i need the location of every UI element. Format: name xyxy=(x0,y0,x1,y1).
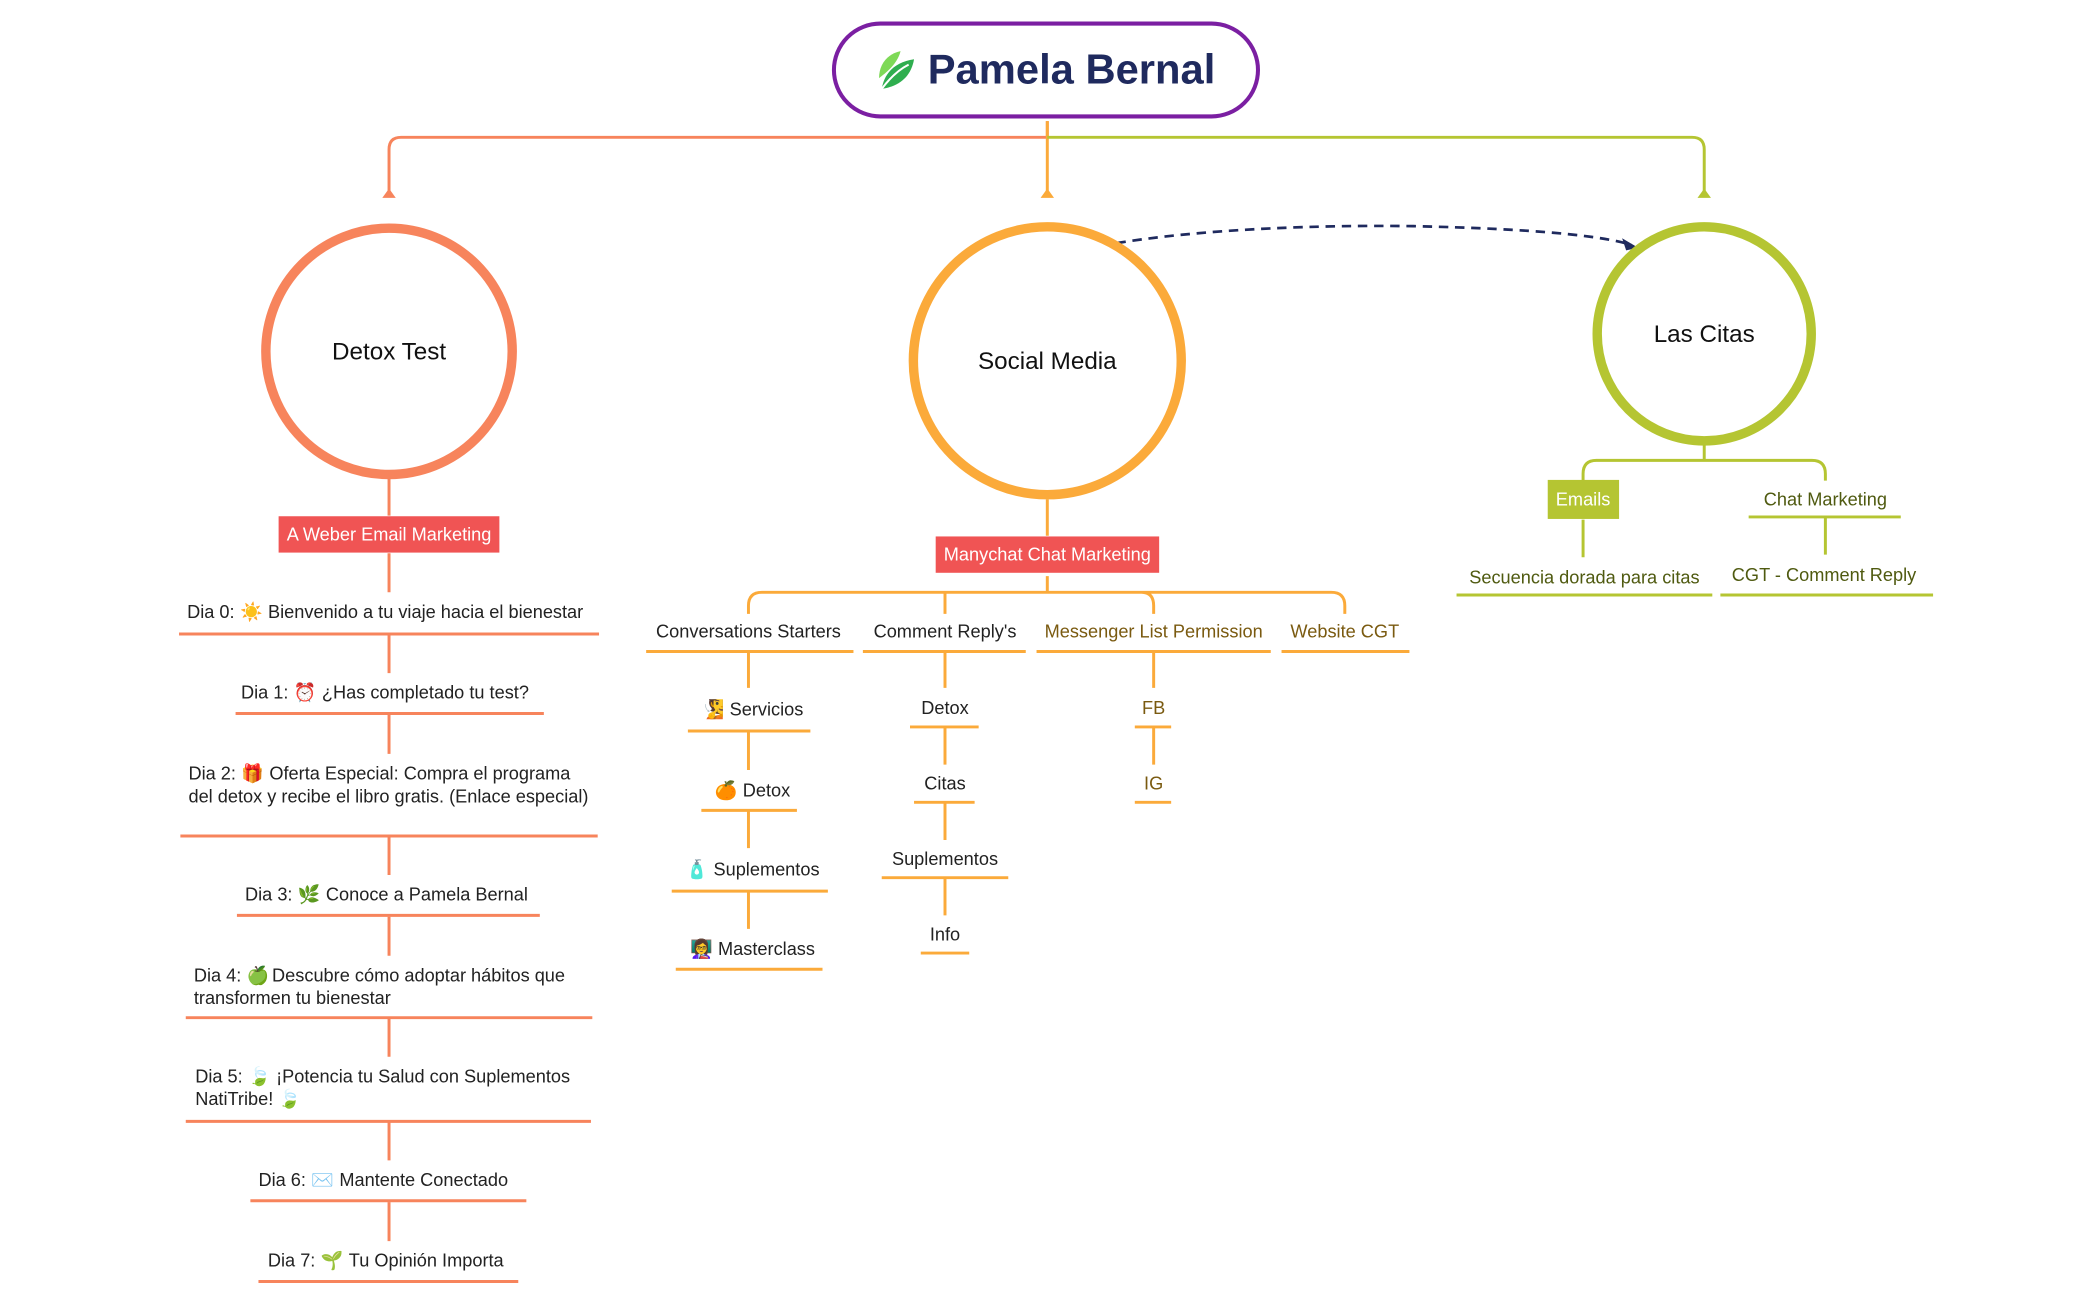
underlines-messenger xyxy=(1134,725,1172,804)
relation-dashed-curve xyxy=(1024,224,1632,295)
gift-icon: 🎁 xyxy=(241,763,264,784)
item-label: Suplementos xyxy=(713,859,820,880)
branch-comment-replies[interactable]: Comment Reply's xyxy=(873,621,1017,642)
reply-info[interactable]: Info xyxy=(929,924,961,945)
branch-chat-marketing[interactable]: Chat Marketing xyxy=(1763,489,1888,510)
topic-social-title: Social Media xyxy=(977,346,1117,374)
reply-citas[interactable]: Citas xyxy=(924,773,966,794)
arrowhead-social xyxy=(1040,188,1055,198)
item-label: Masterclass xyxy=(718,938,815,960)
green-apple-icon: 🍏 xyxy=(246,965,270,986)
detox-day-1[interactable]: Dia 1:⏰¿Has completado tu test? xyxy=(241,681,529,704)
detox-day-7[interactable]: Dia 7:🌱Tu Opinión Importa xyxy=(268,1249,504,1272)
branch-messenger-list[interactable]: Messenger List Permission xyxy=(1044,621,1263,642)
topic-social-media[interactable]: Social Media xyxy=(908,222,1186,500)
messenger-fb[interactable]: FB xyxy=(1142,697,1166,719)
day-text: ¿Has completado tu test? xyxy=(321,682,529,703)
person-icon: 🧏 xyxy=(701,699,725,720)
day-prefix: Dia 1: xyxy=(240,682,289,703)
day-prefix: Dia 0: xyxy=(187,601,235,622)
item-label: Servicios xyxy=(729,699,804,720)
day-prefix: Dia 6: xyxy=(258,1169,306,1190)
reply-suplementos[interactable]: Suplementos xyxy=(891,848,999,869)
day-text: Descubre cómo adoptar hábitos que transf… xyxy=(193,965,566,1009)
detox-day-5[interactable]: Dia 5:🍃¡Potencia tu Salud con Suplemento… xyxy=(195,1065,588,1111)
detox-day-6[interactable]: Dia 6:✉️Mantente Conectado xyxy=(258,1168,508,1191)
starter-masterclass[interactable]: 👩‍🏫Masterclass xyxy=(685,938,815,961)
root-node[interactable]: Pamela Bernal xyxy=(831,21,1260,119)
day-prefix: Dia 7: xyxy=(267,1250,316,1271)
day-prefix: Dia 2: xyxy=(188,763,236,784)
detox-day-3[interactable]: Dia 3:🌿Conoce a Pamela Bernal xyxy=(245,883,528,906)
day-text: Tu Opinión Importa xyxy=(348,1250,504,1271)
sun-icon: ☀️ xyxy=(239,601,263,622)
reply-detox[interactable]: Detox xyxy=(921,697,969,719)
messenger-ig[interactable]: IG xyxy=(1144,773,1164,794)
envelope-icon: ✉️ xyxy=(311,1169,334,1190)
connector-root-citas xyxy=(1047,135,1706,193)
connector-social-bar xyxy=(746,590,1347,614)
day-prefix: Dia 5: xyxy=(195,1066,243,1087)
connector-root-detox xyxy=(387,121,1049,193)
leaf-icon xyxy=(879,51,915,90)
starter-servicios[interactable]: 🧏Servicios xyxy=(696,698,804,721)
leaf-icon: 🍃 xyxy=(248,1066,271,1087)
starter-detox[interactable]: 🍊Detox xyxy=(709,779,791,802)
underlines-citas xyxy=(1456,515,1934,597)
day-prefix: Dia 4: xyxy=(193,965,242,986)
starter-suplementos[interactable]: 🧴Suplementos xyxy=(680,858,819,881)
day-text: Mantente Conectado xyxy=(339,1169,509,1190)
day-text: Conoce a Pamela Bernal xyxy=(325,884,528,905)
herb-icon: 🌿 xyxy=(297,884,321,905)
bottle-icon: 🧴 xyxy=(685,859,709,880)
tag-emails[interactable]: Emails xyxy=(1547,479,1619,519)
detox-day-0[interactable]: Dia 0:☀️Bienvenido a tu viaje hacia el b… xyxy=(187,600,583,623)
item-label: Detox xyxy=(742,780,791,801)
root-title: Pamela Bernal xyxy=(927,45,1216,93)
branch-website-cgt[interactable]: Website CGT xyxy=(1290,621,1400,642)
day-prefix: Dia 3: xyxy=(245,884,293,905)
topic-las-citas[interactable]: Las Citas xyxy=(1592,222,1816,446)
underlines-detox xyxy=(179,632,600,1284)
day-text: ¡Potencia tu Salud con Suplementos NatiT… xyxy=(195,1066,571,1110)
day-text: Oferta Especial: Compra el programa del … xyxy=(188,763,589,807)
arrowhead-citas xyxy=(1697,188,1711,198)
branch-conversation-starters[interactable]: Conversations Starters xyxy=(656,621,841,642)
topic-detox-test[interactable]: Detox Test xyxy=(261,223,517,480)
orange-icon: 🍊 xyxy=(714,780,738,801)
tag-manychat[interactable]: Manychat Chat Marketing xyxy=(935,536,1159,573)
detox-day-4[interactable]: Dia 4:🍏Descubre cómo adoptar hábitos que… xyxy=(194,964,591,1010)
connector-citas xyxy=(1581,444,1827,558)
topic-citas-title: Las Citas xyxy=(1653,319,1755,347)
citas-cgt-comment-reply[interactable]: CGT - Comment Reply xyxy=(1731,564,1917,585)
topic-detox-title: Detox Test xyxy=(332,337,447,365)
seedling-icon: 🌱 xyxy=(320,1250,344,1271)
underlines-replies xyxy=(881,725,1009,955)
teacher-icon: 👩‍🏫 xyxy=(690,938,713,960)
detox-day-2[interactable]: Dia 2:🎁Oferta Especial: Compra el progra… xyxy=(188,762,592,808)
underlines-starters xyxy=(671,729,828,971)
day-text: Bienvenido a tu viaje hacia el bienestar xyxy=(268,601,584,622)
citas-secuencia-dorada[interactable]: Secuencia dorada para citas xyxy=(1469,567,1700,588)
tag-aweber[interactable]: A Weber Email Marketing xyxy=(278,516,500,553)
arrowhead-detox xyxy=(382,188,396,198)
alarm-clock-icon: ⏰ xyxy=(293,682,317,703)
